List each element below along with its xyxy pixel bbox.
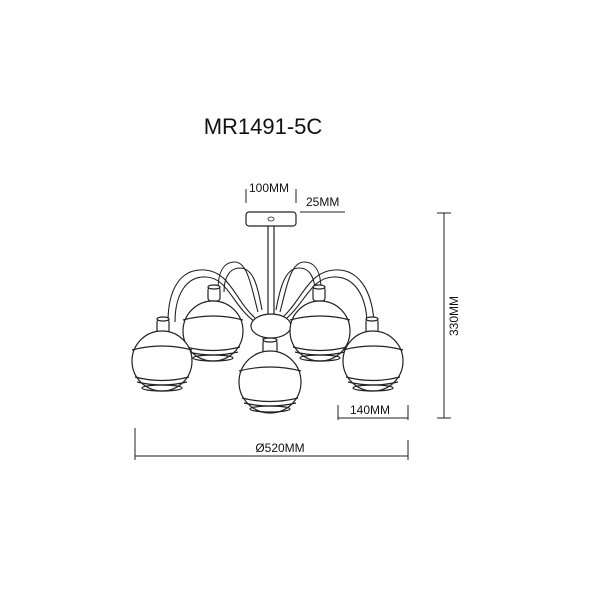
glass-shade-back-right <box>289 284 351 362</box>
chandelier <box>131 211 404 414</box>
model-title: MR1491-5C <box>204 114 323 139</box>
ceiling-canopy <box>245 211 297 227</box>
shade-diameter-dimension <box>337 405 409 420</box>
glass-shade-front-left <box>131 316 193 392</box>
overall-diameter-dimension <box>134 428 409 460</box>
glass-shade-back-left <box>182 284 244 362</box>
glass-shade-center <box>238 337 302 414</box>
canopy-height-label: 25MM <box>306 195 339 209</box>
shade-diameter-label: 140MM <box>350 403 390 417</box>
center-hub <box>250 313 292 339</box>
canopy-width-label: 100MM <box>249 181 289 195</box>
total-height-dimension <box>437 212 451 419</box>
glass-shade-front-right <box>342 316 404 392</box>
total-height-label: 330MM <box>447 296 461 336</box>
canopy-width-dimension <box>245 189 297 203</box>
overall-diameter-label: Ø520MM <box>255 441 304 455</box>
